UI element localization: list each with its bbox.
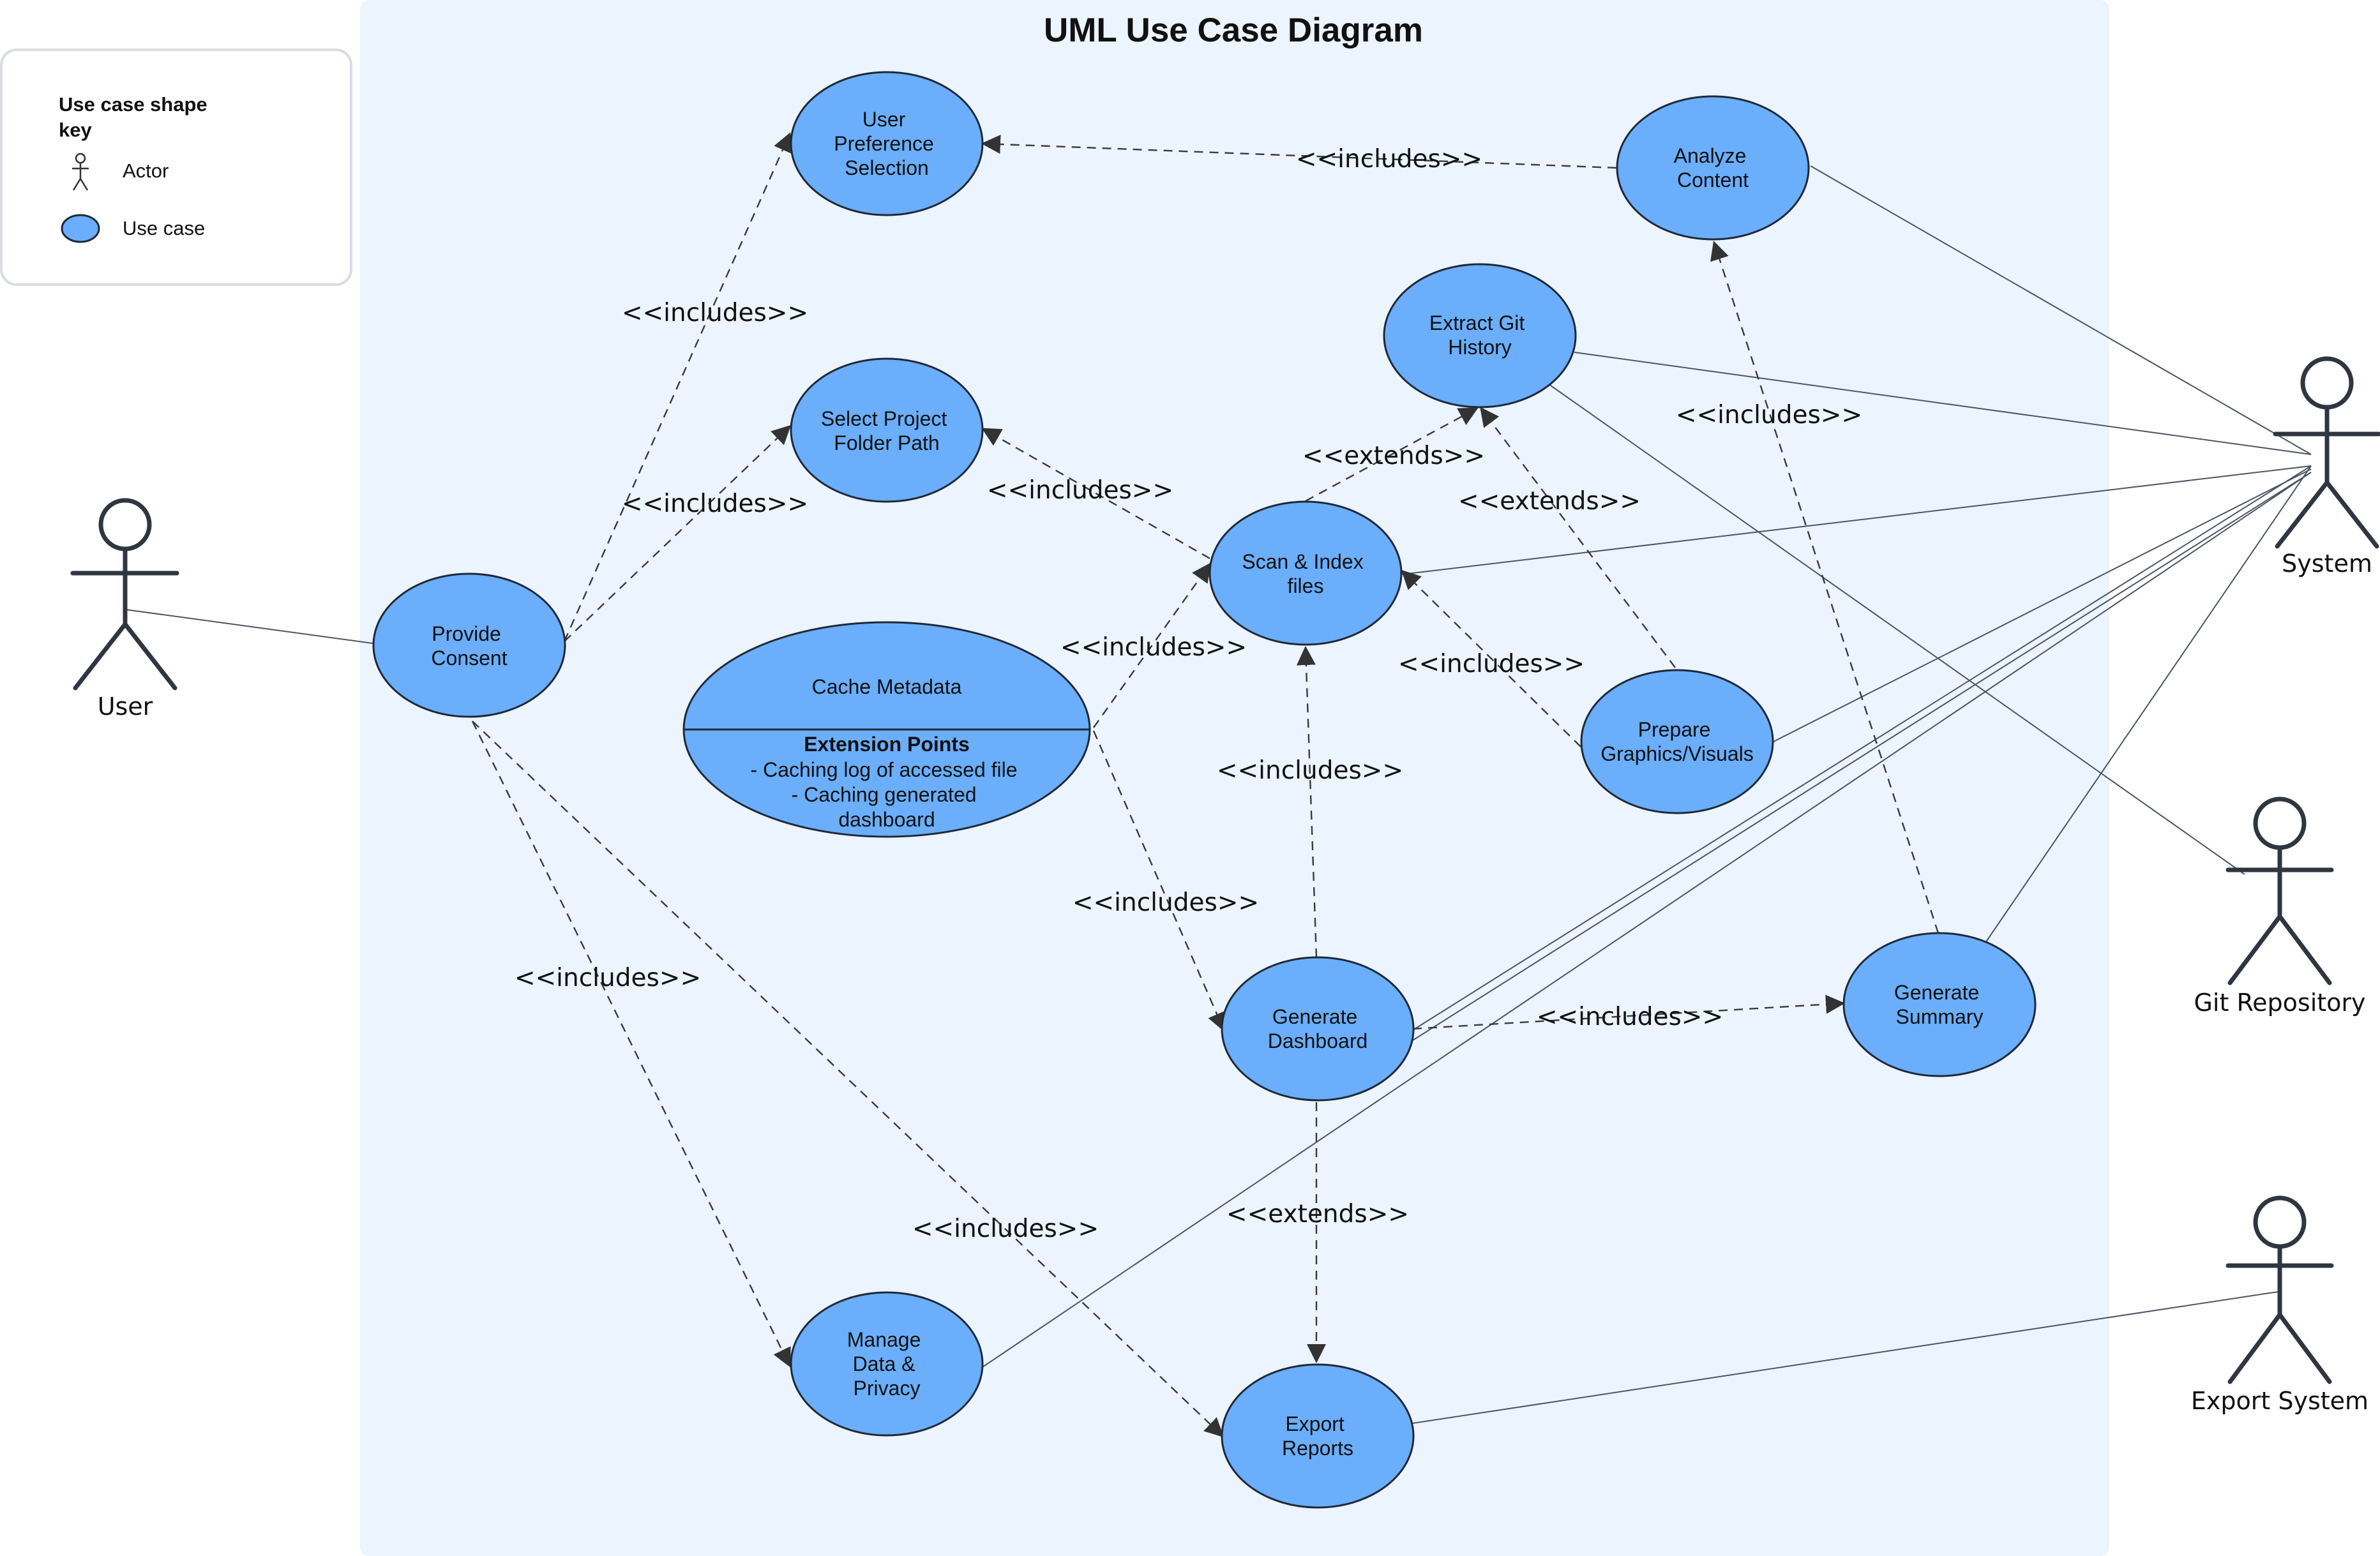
svg-text:Extract Git History: Extract Git History — [1429, 311, 1530, 359]
svg-text:Generate Dashboard: Generate Dashboard — [1268, 1005, 1368, 1052]
label-includes-cache-scan: <<includes>> — [1060, 633, 1247, 662]
legend-actor-icon — [72, 153, 89, 191]
uc-line: Preference — [834, 132, 934, 155]
svg-text:Select Project Folder Pa: Select Project Folder Path — [821, 407, 953, 454]
uc-line: Prepare — [1638, 718, 1711, 741]
uc-line: Selection — [845, 156, 929, 179]
uc-line: Extract Git — [1429, 311, 1525, 334]
uc-line: User — [862, 108, 906, 131]
stick-figure-icon — [2273, 356, 2380, 549]
label-includes-dashboard-scan: <<includes>> — [1217, 756, 1403, 785]
stick-figure-icon — [2226, 797, 2334, 985]
svg-text:User Preference Se: User Preference Selection — [834, 108, 939, 179]
label-includes-consent-folder: <<includes>> — [622, 490, 808, 518]
actor-export-system-label: Export System — [2191, 1387, 2369, 1415]
label-includes-summary-analyze: <<includes>> — [1676, 401, 1862, 430]
svg-text:- Caching log of accessed file: - Caching log of accessed file - Caching… — [751, 758, 1023, 831]
usecase-scan-index-files[interactable]: Scan & Index files — [1209, 500, 1403, 646]
stick-figure-icon — [2226, 1195, 2334, 1384]
system-boundary — [360, 0, 2109, 1556]
legend-title-line1: Use case shape — [59, 93, 207, 116]
uc-line: Summary — [1896, 1005, 1984, 1028]
uc-line: Reports — [1282, 1437, 1353, 1460]
stick-figure-icon — [70, 498, 179, 691]
uc-line: Generate — [1272, 1005, 1357, 1028]
svg-text:Analyze Content: Analyze Content — [1674, 144, 1752, 191]
extension-point-line: - Caching log of accessed file — [751, 758, 1018, 781]
usecase-generate-summary[interactable]: Generate Summary — [1842, 932, 2037, 1077]
label-includes-scan-folder: <<includes>> — [987, 476, 1173, 505]
uc-line: Content — [1677, 168, 1749, 191]
label-includes-graphics-scan: <<includes>> — [1398, 650, 1585, 678]
uc-line: Privacy — [854, 1377, 921, 1400]
svg-text:Provide Consent: Provide Consent — [431, 622, 507, 670]
usecase-manage-data-privacy[interactable]: Manage Data & Privacy — [790, 1291, 984, 1437]
actor-user[interactable]: User — [70, 498, 179, 721]
cache-metadata-name: Cache Metadata — [812, 675, 962, 698]
svg-text:Prepare Graphics/Visuals: Prepare Graphics/Visuals — [1600, 718, 1754, 765]
label-extends-dashboard-export: <<extends>> — [1226, 1200, 1409, 1229]
legend: Use case shape key Actor Use case — [0, 49, 352, 286]
usecase-provide-consent[interactable]: Provide Consent — [372, 572, 566, 718]
label-extends-graphics-git: <<extends>> — [1458, 487, 1641, 516]
label-extends-scan-git: <<extends>> — [1302, 442, 1485, 470]
usecase-user-preference-selection[interactable]: User Preference Selection — [790, 71, 984, 216]
uc-line: Scan & Index — [1242, 550, 1363, 573]
usecase-analyze-content[interactable]: Analyze Content — [1616, 95, 1810, 241]
label-includes-analyze-preference: <<includes>> — [1296, 145, 1482, 174]
usecase-extract-git-history[interactable]: Extract Git History — [1383, 263, 1577, 408]
extension-point-line: dashboard — [838, 808, 935, 831]
diagram-title: UML Use Case Diagram — [1044, 11, 1423, 49]
relation-labels: <<includes>> <<includes>> <<includes>> <… — [515, 145, 1862, 1243]
usecase-select-project-folder-path[interactable]: Select Project Folder Path — [790, 357, 984, 503]
uc-line: Consent — [431, 647, 507, 670]
uc-line: Export — [1285, 1412, 1344, 1435]
legend-title-line2: key — [59, 119, 92, 141]
usecase-prepare-graphics-visuals[interactable]: Prepare Graphics/Visuals — [1580, 669, 1774, 814]
legend-usecase-icon — [61, 214, 100, 243]
label-includes-consent-privacy: <<includes>> — [515, 964, 701, 992]
usecase-export-reports[interactable]: Export Reports — [1221, 1363, 1415, 1509]
uc-line: Analyze — [1674, 144, 1747, 167]
extension-point-line: - Caching generated — [792, 783, 977, 806]
svg-text:Export Reports: Export Reports — [1282, 1412, 1353, 1460]
uc-line: History — [1448, 336, 1512, 359]
label-includes-dashboard-summary: <<includes>> — [1537, 1003, 1723, 1031]
legend-box — [0, 49, 352, 286]
extension-points-title: Extension Points — [804, 733, 970, 756]
actor-git-repository[interactable]: Git Repository — [2194, 797, 2366, 1017]
uc-line: Manage — [847, 1328, 921, 1351]
legend-usecase-label: Use case — [123, 217, 205, 239]
actor-system-label: System — [2282, 550, 2372, 578]
usecase-cache-metadata[interactable]: Cache Metadata Extension Points - Cachin… — [682, 621, 1091, 838]
actor-export-system[interactable]: Export System — [2191, 1195, 2369, 1415]
uc-line: Generate — [1894, 981, 1979, 1004]
uc-line: Folder Path — [834, 431, 939, 454]
uc-line: Graphics/Visuals — [1600, 742, 1754, 765]
svg-text:Scan & Index files: Scan & Index files — [1242, 550, 1369, 597]
uc-line: Select Project — [821, 407, 947, 430]
legend-actor-label: Actor — [123, 160, 169, 182]
usecase-generate-dashboard[interactable]: Generate Dashboard — [1221, 956, 1415, 1102]
uc-line: Provide — [432, 622, 501, 645]
svg-text:Manage Data & Priv: Manage Data & Privacy — [847, 1328, 927, 1400]
actor-system[interactable]: System — [2273, 356, 2380, 578]
svg-text:Generate Summary: Generate Summary — [1894, 981, 1985, 1028]
label-includes-consent-export: <<includes>> — [912, 1215, 1099, 1243]
actor-user-label: User — [98, 692, 153, 721]
legend-title: Use case shape key — [59, 93, 213, 141]
uc-line: Data & — [853, 1352, 915, 1375]
dependencies — [471, 132, 1939, 1438]
uc-line: Dashboard — [1268, 1029, 1368, 1052]
label-includes-cache-dashboard: <<includes>> — [1073, 888, 1259, 917]
uc-line: files — [1288, 574, 1324, 597]
label-includes-consent-preference: <<includes>> — [622, 299, 808, 327]
actor-git-repository-label: Git Repository — [2194, 989, 2365, 1017]
